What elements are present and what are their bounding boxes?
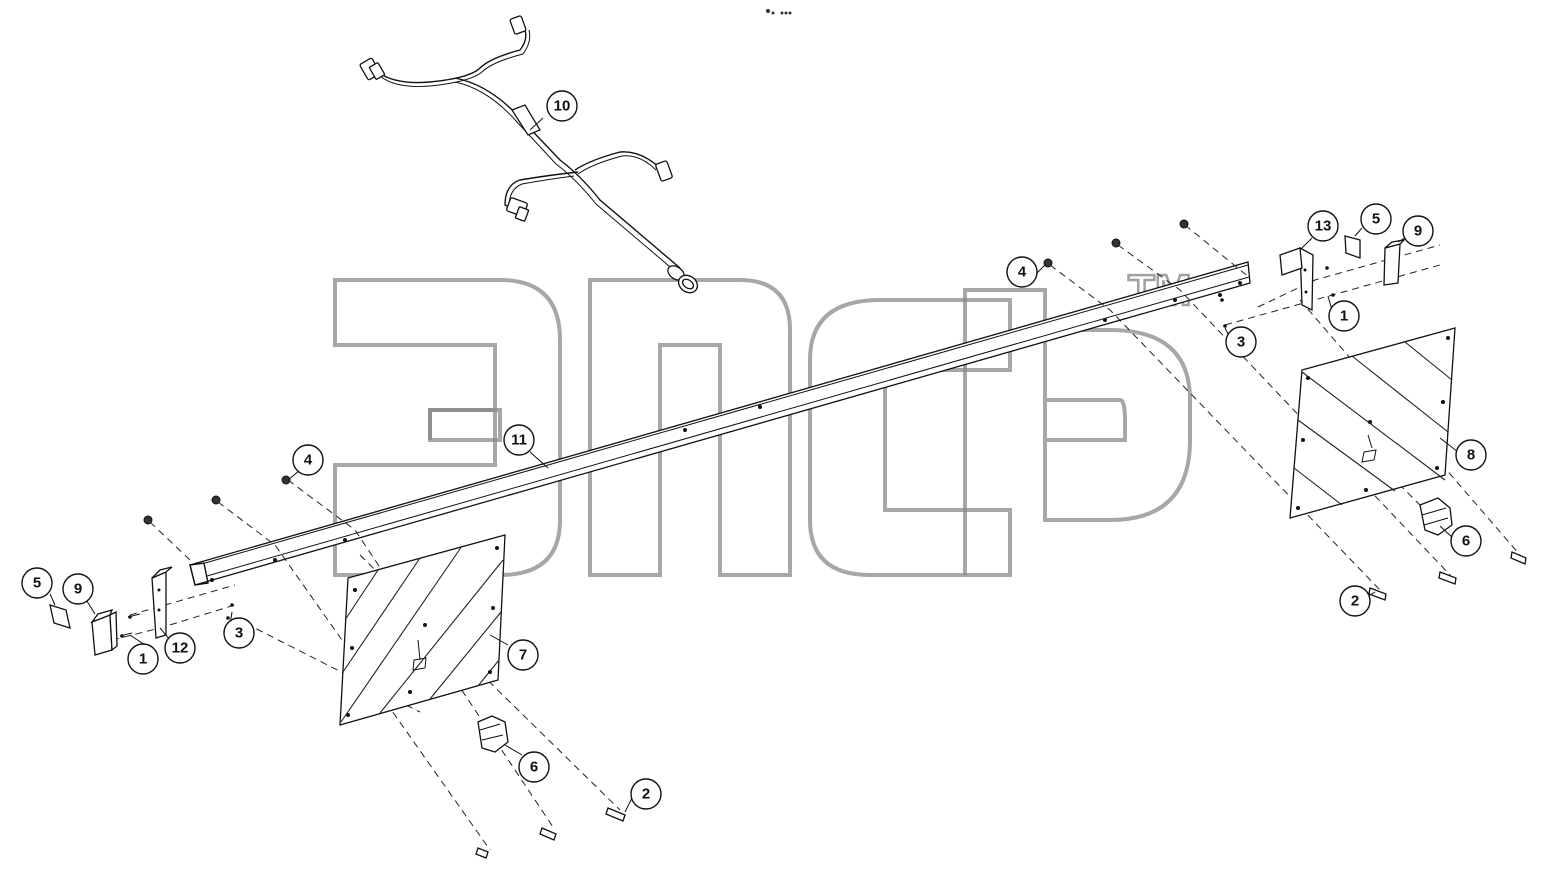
right-sign-plate xyxy=(1289,327,1456,519)
leader-lines xyxy=(49,117,1459,813)
callout-2-right: 2 xyxy=(1339,585,1371,617)
small-screws xyxy=(119,266,1335,638)
callout-7: 7 xyxy=(507,639,539,671)
top-mark xyxy=(766,9,792,15)
callout-6-left: 6 xyxy=(518,751,550,783)
callout-label: 3 xyxy=(235,625,243,642)
callout-label: 6 xyxy=(1462,533,1470,550)
callout-label: 11 xyxy=(511,432,527,449)
callout-label: 5 xyxy=(33,575,41,592)
callout-2-left: 2 xyxy=(630,778,662,810)
callout-label: 6 xyxy=(530,759,538,776)
callout-label: 13 xyxy=(1315,218,1332,235)
right-bracket xyxy=(1279,246,1314,312)
callout-5-left: 5 xyxy=(21,567,53,599)
callout-label: 2 xyxy=(1351,593,1359,610)
callout-9-left: 9 xyxy=(62,573,94,605)
callout-1-left: 1 xyxy=(127,643,159,675)
callout-label: 1 xyxy=(1340,308,1348,325)
callout-9-right: 9 xyxy=(1402,215,1434,247)
callout-6-right: 6 xyxy=(1450,525,1482,557)
nuts xyxy=(143,219,1189,525)
reflectors xyxy=(477,497,1453,753)
callout-3-left: 3 xyxy=(223,617,255,649)
callout-11: 11 xyxy=(503,424,535,456)
callout-3-right: 3 xyxy=(1225,326,1257,358)
bolts xyxy=(475,551,1527,859)
callout-label: 4 xyxy=(1018,264,1027,281)
wiring-harness xyxy=(359,15,699,294)
callout-label: 12 xyxy=(172,640,189,657)
left-bracket xyxy=(151,566,173,639)
callout-1-right: 1 xyxy=(1328,300,1360,332)
callout-label: 9 xyxy=(1414,223,1422,240)
callout-12: 12 xyxy=(164,632,196,664)
main-beam xyxy=(189,261,1251,586)
callout-label: 5 xyxy=(1372,211,1380,228)
callout-label: 7 xyxy=(519,647,527,664)
callout-10: 10 xyxy=(546,90,578,122)
right-lamp xyxy=(1344,235,1406,286)
callout-label: 3 xyxy=(1237,334,1245,351)
left-sign-plate xyxy=(339,534,506,726)
callout-4-left: 4 xyxy=(292,444,324,476)
callout-label: 2 xyxy=(642,786,650,803)
callout-label: 10 xyxy=(554,98,571,115)
callout-5-right: 5 xyxy=(1360,203,1392,235)
callout-label: 8 xyxy=(1467,447,1475,464)
callout-13: 13 xyxy=(1307,210,1339,242)
callout-4-top: 4 xyxy=(1006,256,1038,288)
callout-8: 8 xyxy=(1455,439,1487,471)
callout-label: 4 xyxy=(304,452,313,469)
callout-label: 9 xyxy=(74,581,82,598)
left-lamp xyxy=(49,604,118,656)
callout-label: 1 xyxy=(139,651,147,668)
